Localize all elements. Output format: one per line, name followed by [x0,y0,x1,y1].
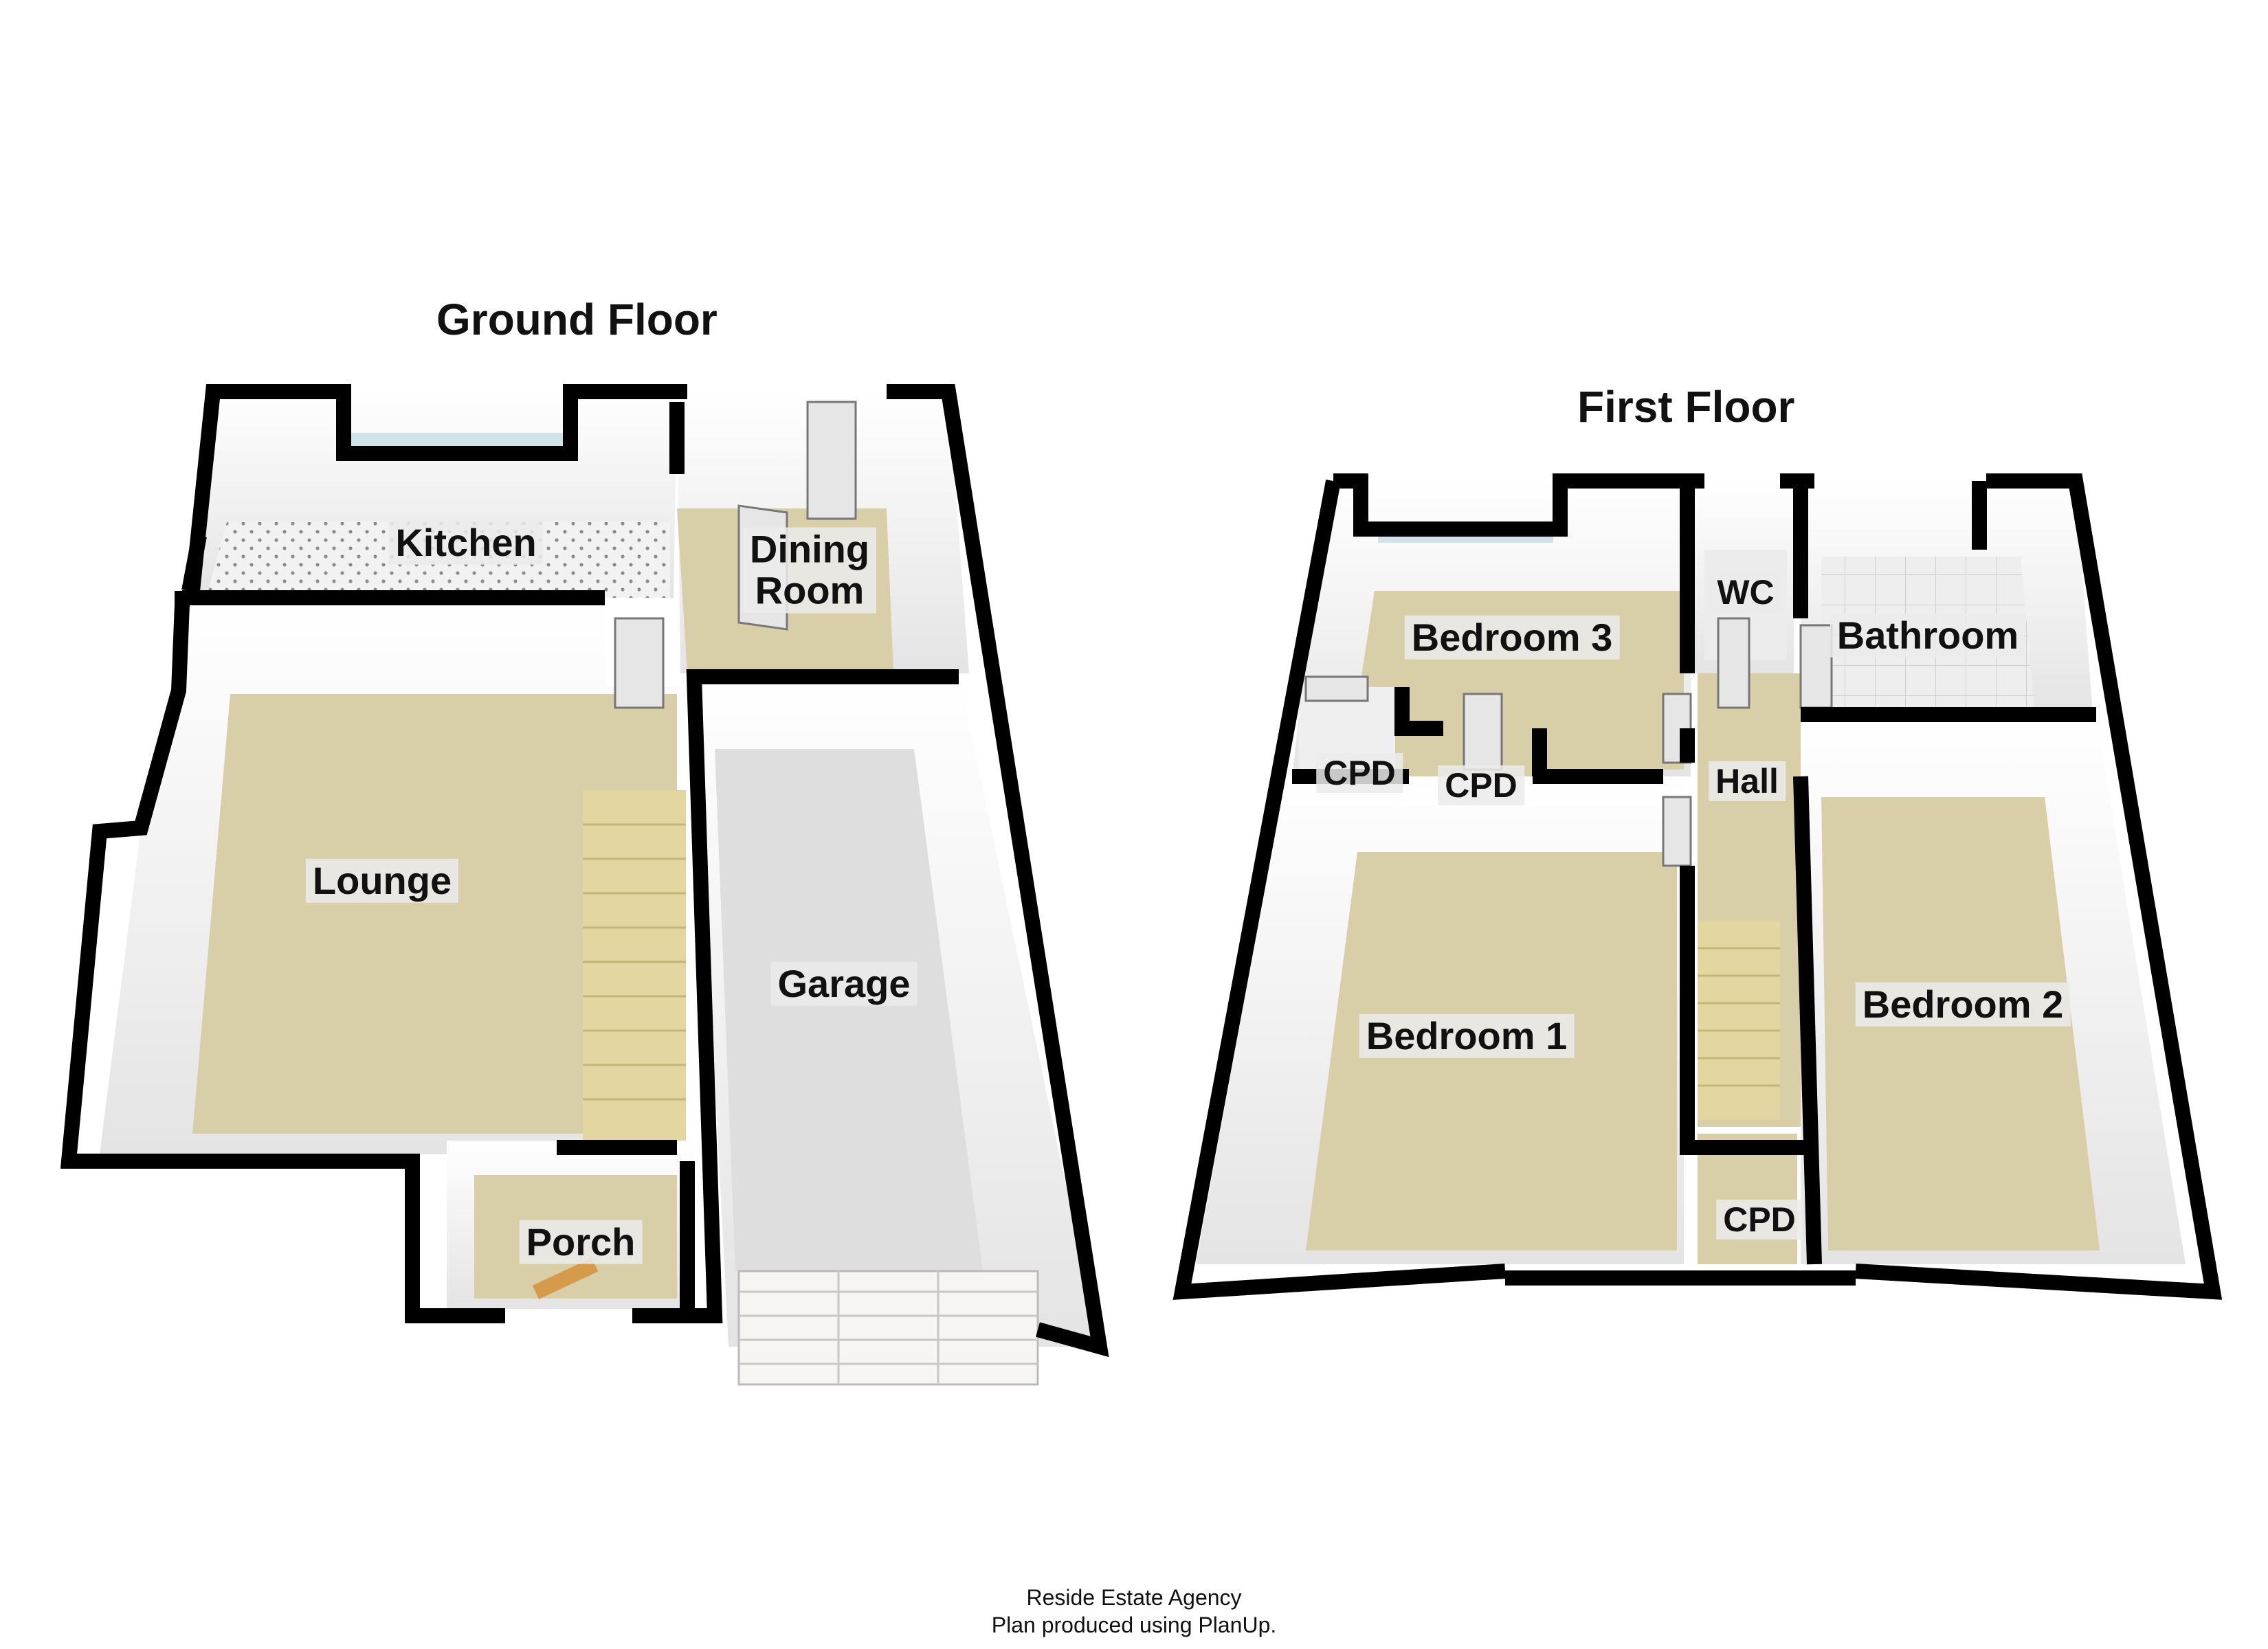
bedroom-1-label: Bedroom 1 [1359,1013,1575,1059]
lounge-label: Lounge [305,858,459,904]
wc-label: WC [1710,572,1781,612]
bathroom-room [1801,481,2093,715]
porch-door [532,1257,599,1299]
agency-name: Reside Estate Agency [1026,1585,1242,1610]
garage-label: Garage [770,961,918,1007]
bedroom-3-label: Bedroom 3 [1404,615,1620,660]
porch-label: Porch [519,1220,643,1265]
plan-credit: Plan produced using PlanUp. [991,1613,1277,1637]
first-walls [1172,473,2223,1300]
first-floor [1172,473,2223,1300]
ground-walls [60,384,1109,1358]
dining-door-right [806,401,857,520]
hall-label: Hall [1709,761,1786,801]
kitchen-label: Kitchen [388,520,544,565]
cpd-mid-label: CPD [1438,765,1524,805]
lounge-room [100,605,677,1154]
cpd-left-label: CPD [1316,753,1403,793]
dining-room-label: Dining Room [742,527,877,614]
ground-stairs [583,790,686,1141]
first-floor-title: First Floor [1577,382,1795,431]
kitchen-room [192,392,677,598]
plan-footer: Reside Estate Agency Plan produced using… [992,1584,1277,1639]
dining-label-line2: Room [755,569,865,612]
hall-room [1698,673,1801,1127]
ground-floor-title: Ground Floor [436,295,718,344]
cpd-bottom-label: CPD [1716,1200,1803,1239]
first-stairs [1698,921,1780,1120]
dining-label-line1: Dining [749,527,870,571]
bathroom-label: Bathroom [1830,613,2026,658]
first-floor-doors [1304,617,1833,867]
garage-room [694,673,1100,1386]
garage-door [737,1270,1039,1386]
bedroom-2-label: Bedroom 2 [1855,982,2071,1027]
lounge-door [614,617,665,709]
cpd-bottom-room [1698,1134,1797,1264]
